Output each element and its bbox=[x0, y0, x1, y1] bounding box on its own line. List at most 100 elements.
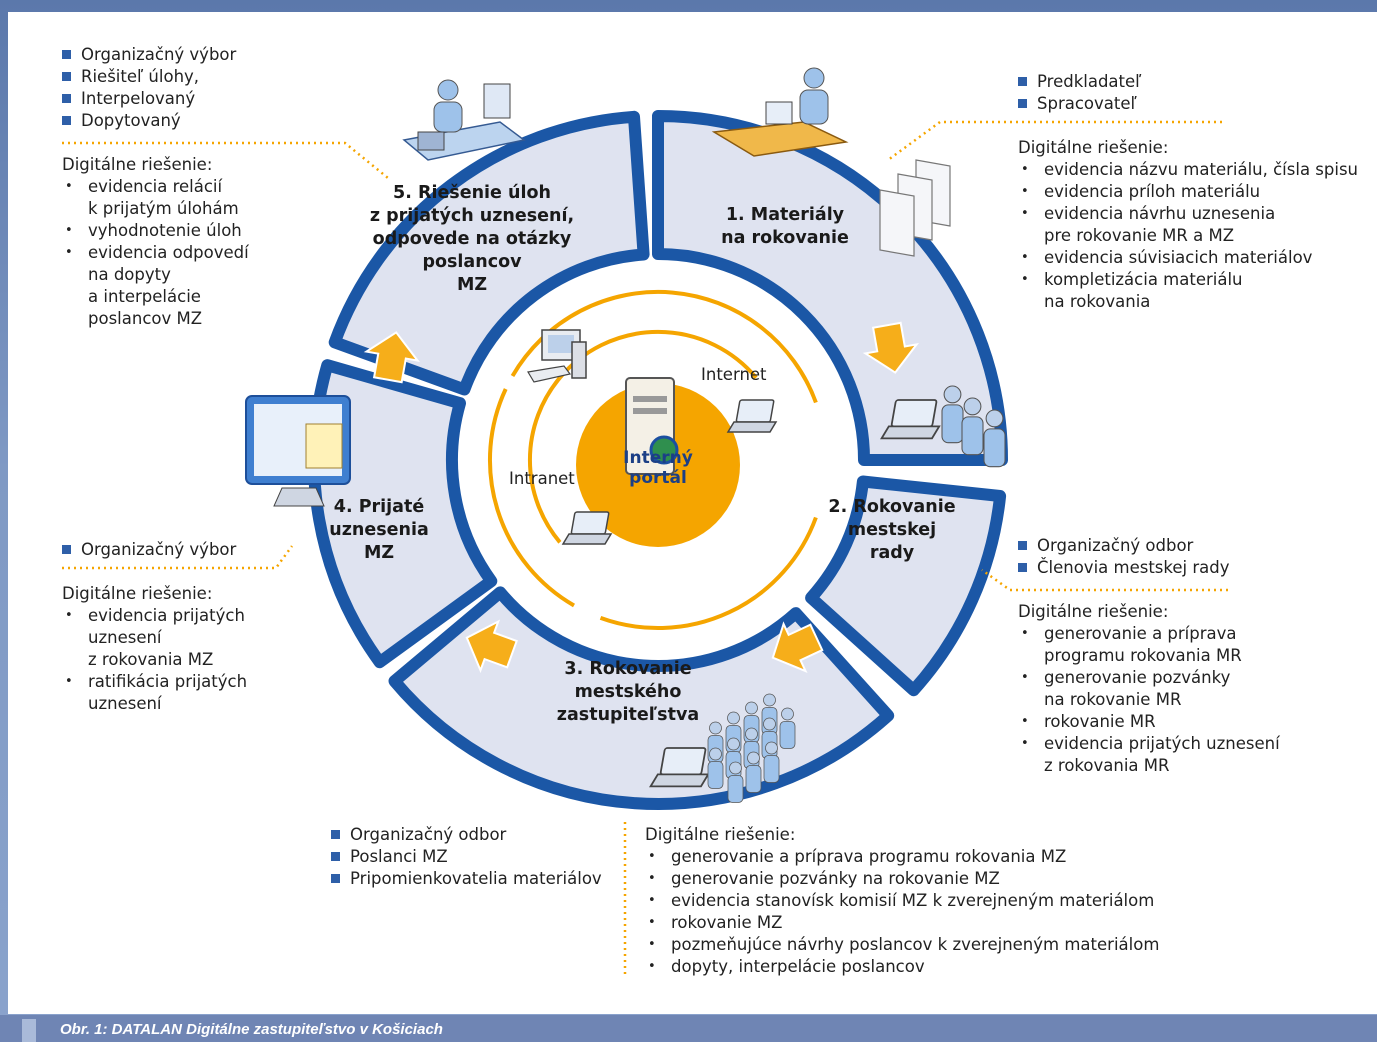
portal-label-line: portál bbox=[629, 468, 687, 488]
laptop-screen bbox=[659, 747, 707, 776]
solution-item: evidencia názvu materiálu, čísla spisu bbox=[1018, 159, 1358, 181]
segment-4-title-line: MZ bbox=[364, 543, 394, 563]
caption-bar bbox=[0, 1015, 1377, 1042]
person-head bbox=[963, 397, 982, 416]
laptop-base bbox=[649, 773, 710, 788]
person-head bbox=[709, 747, 722, 761]
solution-item: evidencia súvisiacich materiálov bbox=[1018, 247, 1358, 269]
segment1-roles: Predkladateľ Spracovateľ bbox=[1018, 71, 1358, 115]
solution-item: generovanie pozvánky na rokovanie MR bbox=[1018, 667, 1280, 711]
role-item: Poslanci MZ bbox=[331, 846, 602, 868]
laptop-base bbox=[726, 421, 778, 433]
segment-5-title-line: 5. Riešenie úloh bbox=[393, 183, 551, 203]
person-head bbox=[765, 741, 778, 755]
flow-arrow bbox=[465, 619, 518, 674]
people-group-icon bbox=[961, 397, 984, 456]
laptop-screen bbox=[735, 399, 775, 423]
laptop-icon bbox=[649, 747, 710, 788]
laptop-icon bbox=[561, 511, 613, 545]
segment3-info-block: Digitálne riešenie: generovanie a prípra… bbox=[645, 824, 1159, 978]
arrow-shape bbox=[465, 619, 518, 674]
laptop-base bbox=[880, 425, 941, 440]
segment2-solutions: generovanie a príprava programu rokovani… bbox=[1018, 623, 1280, 777]
segment2-info-block: Organizačný odbor Členovia mestskej rady… bbox=[1018, 535, 1280, 777]
segment-3-title-line: mestského bbox=[575, 682, 682, 702]
solution-item: vyhodnotenie úloh bbox=[62, 220, 249, 242]
solution-item: generovanie pozvánky na rokovanie MZ bbox=[645, 868, 1159, 890]
person-head bbox=[803, 67, 825, 89]
person-head bbox=[709, 721, 722, 735]
solution-item: rokovanie MZ bbox=[645, 912, 1159, 934]
role-item: Organizačný odbor bbox=[331, 824, 602, 846]
people-crowd-icon bbox=[727, 761, 744, 803]
role-item: Riešiteľ úlohy, bbox=[62, 66, 249, 88]
server-slot bbox=[633, 408, 667, 414]
segment3-solutions: generovanie a príprava programu rokovani… bbox=[645, 846, 1159, 978]
server-slot bbox=[633, 396, 667, 402]
person-body bbox=[941, 404, 964, 444]
segment-2 bbox=[805, 475, 1007, 697]
arrow-shape bbox=[363, 331, 420, 384]
orbit-arc bbox=[528, 376, 562, 544]
person-head bbox=[763, 717, 776, 731]
people-crowd-icon bbox=[707, 747, 724, 789]
document-sheet bbox=[879, 189, 915, 257]
segment5-info-block: Organizačný výbor Riešiteľ úlohy, Interp… bbox=[62, 44, 249, 330]
segment-5-title-line: poslancov bbox=[422, 252, 522, 272]
solution-item: dopyty, interpelácie poslancov bbox=[645, 956, 1159, 978]
solution-item: evidencia prijatých uznesení z rokovania… bbox=[1018, 733, 1280, 777]
role-item: Organizačný výbor bbox=[62, 539, 247, 561]
segment-2-title-line: rady bbox=[870, 543, 915, 563]
laptop-screen bbox=[765, 101, 793, 125]
person-head bbox=[437, 79, 459, 101]
person-head bbox=[747, 751, 760, 765]
solution-item: evidencia stanovísk komisií MZ k zverejn… bbox=[645, 890, 1159, 912]
person-head bbox=[727, 737, 740, 751]
role-item: Organizačný odbor bbox=[1018, 535, 1280, 557]
person-head bbox=[763, 693, 776, 707]
flow-arrow bbox=[771, 621, 824, 673]
laptop-base bbox=[561, 533, 613, 545]
intranet-label: Intranet bbox=[509, 469, 575, 488]
people-group-icon bbox=[941, 385, 964, 444]
segment-5-title-line: odpovede na otázky bbox=[373, 229, 572, 249]
flow-arrow bbox=[862, 321, 919, 374]
laptop-screen bbox=[570, 511, 610, 535]
person-head bbox=[781, 707, 794, 721]
segment1-info-block: Predkladateľ Spracovateľ Digitálne rieše… bbox=[1018, 71, 1358, 313]
person-head bbox=[985, 409, 1004, 428]
monitor-screen bbox=[548, 335, 574, 353]
person-body bbox=[983, 428, 1006, 468]
segment1-heading: Digitálne riešenie: bbox=[1018, 138, 1169, 157]
internet-label: Internet bbox=[701, 365, 767, 384]
segment5-solutions: evidencia relácií k prijatým úlohám vyho… bbox=[62, 176, 249, 330]
role-item: Pripomienkovatelia materiálov bbox=[331, 868, 602, 890]
caption-marker bbox=[22, 1019, 36, 1042]
person-head bbox=[745, 727, 758, 741]
solution-item: kompletizácia materiálu na rokovania bbox=[1018, 269, 1358, 313]
role-item: Organizačný výbor bbox=[62, 44, 249, 66]
segment-5-title-line: z prijatých uznesení, bbox=[370, 206, 574, 226]
segment-2-title-line: mestskej bbox=[848, 520, 936, 540]
solution-item: evidencia prijatých uznesení z rokovania… bbox=[62, 605, 247, 671]
segment4-solutions: evidencia prijatých uznesení z rokovania… bbox=[62, 605, 247, 715]
person-head bbox=[727, 711, 740, 725]
segment-3-title-line: 3. Rokovanie bbox=[564, 659, 691, 679]
solution-item: evidencia relácií k prijatým úlohám bbox=[62, 176, 249, 220]
documents-icon bbox=[879, 159, 951, 257]
laptop-icon bbox=[726, 399, 778, 433]
flow-arrow bbox=[363, 331, 420, 384]
segment5-roles: Organizačný výbor Riešiteľ úlohy, Interp… bbox=[62, 44, 249, 132]
server-icon bbox=[625, 377, 679, 475]
person-body bbox=[707, 761, 724, 789]
connector-dots bbox=[981, 568, 1228, 592]
solution-item: evidencia návrhu uznesenia pre rokovanie… bbox=[1018, 203, 1358, 247]
solution-item: evidencia odpovedí na dopyty a interpelá… bbox=[62, 242, 249, 330]
segment-4-title-line: 4. Prijaté bbox=[334, 497, 425, 517]
arrow-shape bbox=[771, 621, 824, 673]
person-head bbox=[943, 385, 962, 404]
segment-4-title-line: uznesenia bbox=[329, 520, 429, 540]
people-group-icon bbox=[983, 409, 1006, 468]
segment3-roles-block: Organizačný odbor Poslanci MZ Pripomienk… bbox=[331, 824, 602, 890]
role-item: Interpelovaný bbox=[62, 88, 249, 110]
